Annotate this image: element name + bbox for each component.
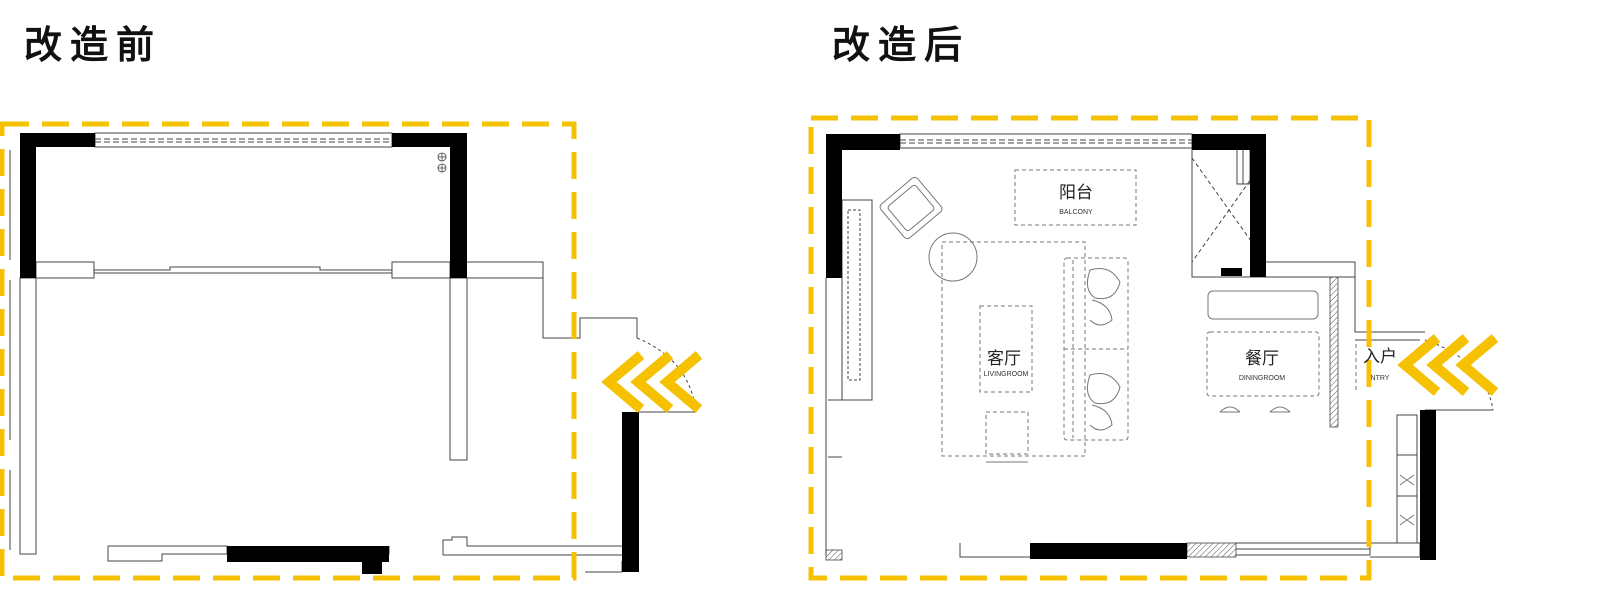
renovation-area-outline-after: [808, 115, 1372, 581]
solid-walls-after: [826, 134, 1436, 560]
room-label-living-en: LIVINGROOM: [984, 371, 1029, 378]
triple-chevron-left-icon[interactable]: [1397, 334, 1499, 396]
title-before: 改造前: [24, 23, 163, 67]
thin-walls-before: [9, 132, 697, 573]
room-label-balcony-en: BALCONY: [1059, 209, 1093, 216]
room-label-living: 客厅 LIVINGROOM: [984, 349, 1029, 378]
room-label-balcony: 阳台 BALCONY: [1059, 183, 1093, 216]
solid-walls-before: [20, 133, 639, 574]
room-label-entry: 入户 NTRY: [1363, 347, 1397, 382]
room-label-dining-zh: 餐厅: [1245, 349, 1279, 369]
armchair-icon: [879, 176, 943, 240]
room-label-entry-zh: 入户: [1363, 347, 1397, 367]
room-label-balcony-zh: 阳台: [1059, 183, 1093, 203]
renovation-area-outline-before: [0, 121, 577, 581]
triple-chevron-left-icon[interactable]: [601, 351, 703, 413]
room-label-dining: 餐厅 DININGROOM: [1239, 349, 1285, 382]
fixture-symbols-before: [437, 152, 447, 173]
title-after: 改造后: [832, 23, 971, 67]
floor-plan-before: [0, 121, 703, 581]
room-label-entry-en: NTRY: [1371, 375, 1390, 382]
room-label-living-zh: 客厅: [987, 349, 1021, 369]
floor-plan-after: 阳台 BALCONY 客厅 LIVINGROOM 餐厅 DININGROOM 入…: [808, 115, 1499, 581]
furniture-after: [879, 169, 1415, 526]
room-label-dining-en: DININGROOM: [1239, 375, 1285, 382]
